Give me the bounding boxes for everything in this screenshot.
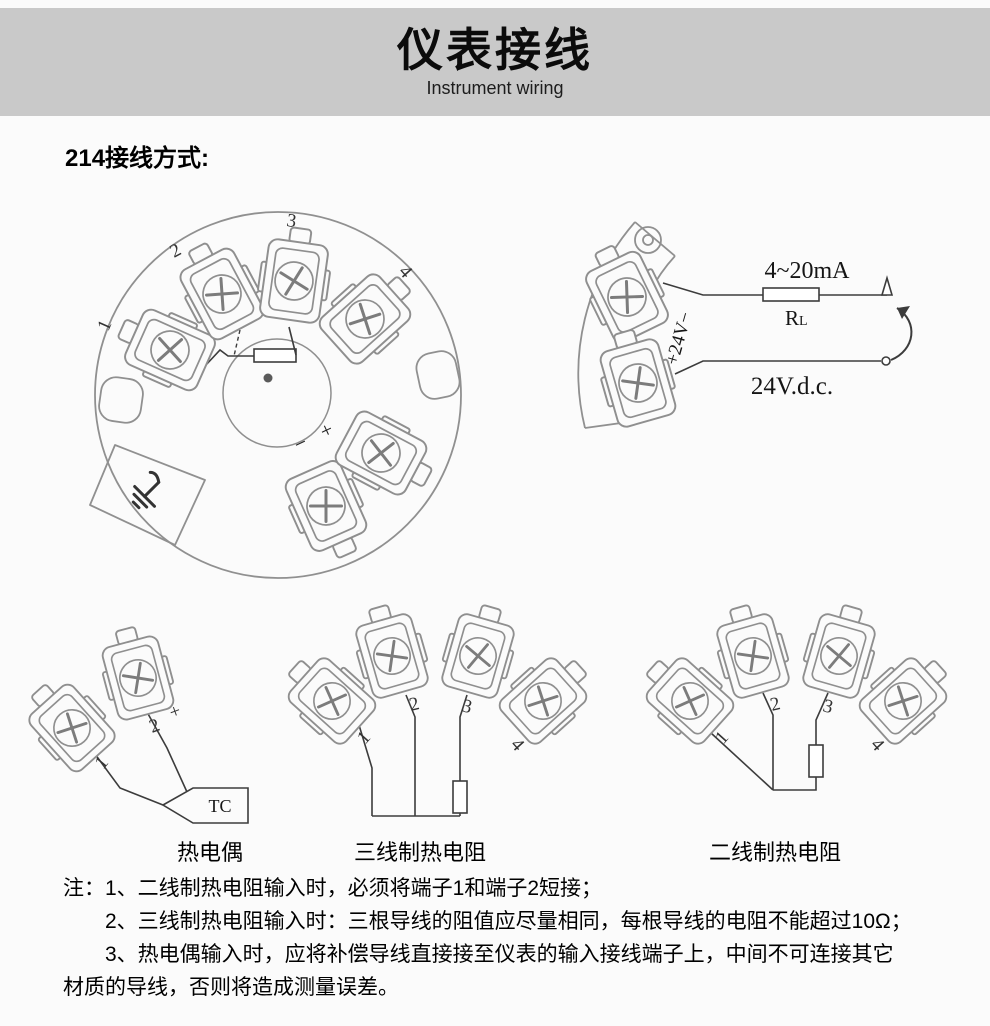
polarity-minus-label: −: [290, 430, 311, 457]
center-pin: [263, 373, 273, 383]
tc-label-plus: +: [167, 700, 184, 723]
note-line-2: 2、三线制热电阻输入时：三根导线的阻值应尽量相同，每根导线的电阻不能超过10Ω；: [105, 910, 912, 933]
arrow-up-icon: [880, 275, 894, 296]
rtd2-label-4: 4: [866, 734, 888, 755]
left-mount-slot: [98, 376, 144, 424]
tc-label-2: 2: [147, 715, 163, 738]
transmitter-head-diagram: − + 1 2 3 4 − +: [89, 210, 462, 579]
rtd3-resistor: [452, 780, 468, 814]
polarity-plus-label: +: [316, 417, 337, 444]
three-wire-rtd-diagram: 1 2 3 4: [275, 596, 595, 817]
note-line-4: 材质的导线，否则将造成测量误差。: [63, 976, 399, 999]
rtd3-label-2: 2: [407, 693, 421, 716]
notes: 注：1、二线制热电阻输入时，必须将端子1和端子2短接； 2、三线制热电阻输入时：…: [63, 872, 953, 1004]
rtd2-label-2: 2: [768, 693, 782, 716]
section-title: 214接线方式:: [65, 145, 210, 172]
terminal-label-3: 3: [285, 210, 297, 232]
loop-node: [881, 356, 891, 366]
loop-terminal-plus: [571, 232, 677, 349]
load-subscript: L: [799, 314, 808, 329]
bridge-resistor: [253, 348, 297, 363]
note-line-3: 3、热电偶输入时，应将补偿导线直接接至仪表的输入接线端子上，中间不可连接其它: [105, 943, 894, 966]
screw-terminal-3: [252, 222, 338, 327]
loop-arrowhead-icon: [897, 306, 910, 319]
range-label: 4~20mA: [765, 258, 851, 284]
note-line-1: 注：1、二线制热电阻输入时，必须将端子1和端子2短接；: [63, 877, 603, 900]
current-loop-diagram: +24V− 4~20mA R L 24V.d.c.: [571, 221, 913, 432]
caption-three-wire-rtd: 三线制热电阻: [353, 840, 486, 865]
rtd2-label-3: 3: [821, 695, 835, 718]
ground-icon: [131, 470, 161, 510]
two-wire-rtd-diagram: 1 2 3 4: [628, 596, 965, 791]
load-label: R: [785, 306, 799, 330]
dc-supply-label: 24V.d.c.: [751, 373, 833, 400]
caption-thermocouple: 热电偶: [176, 840, 243, 865]
page-subtitle: Instrument wiring: [426, 77, 564, 98]
page-title: 仪表接线: [397, 24, 593, 77]
rtd2-label-1: 1: [711, 727, 733, 748]
ground-wedge: [89, 444, 206, 546]
tc-device-box: [161, 787, 249, 824]
thermocouple-diagram: TC 1 2 +: [15, 619, 249, 824]
tc-label-1: 1: [91, 752, 113, 773]
rtd2-resistor: [808, 744, 824, 778]
rtd3-label-4: 4: [506, 734, 528, 755]
right-mount-slot: [415, 350, 461, 400]
tc-terminal-2: [91, 619, 181, 725]
header-band: 仪表接线 Instrument wiring: [0, 8, 990, 116]
terminal-label-1: 1: [93, 317, 116, 334]
load-resistor: [762, 287, 820, 302]
rtd3-label-1: 1: [353, 727, 375, 748]
tc-device-label: TC: [208, 796, 231, 816]
caption-two-wire-rtd: 二线制热电阻: [708, 840, 841, 865]
terminal-label-2: 2: [166, 239, 184, 262]
rtd3-label-3: 3: [460, 695, 474, 718]
mount-ear: [634, 226, 662, 254]
